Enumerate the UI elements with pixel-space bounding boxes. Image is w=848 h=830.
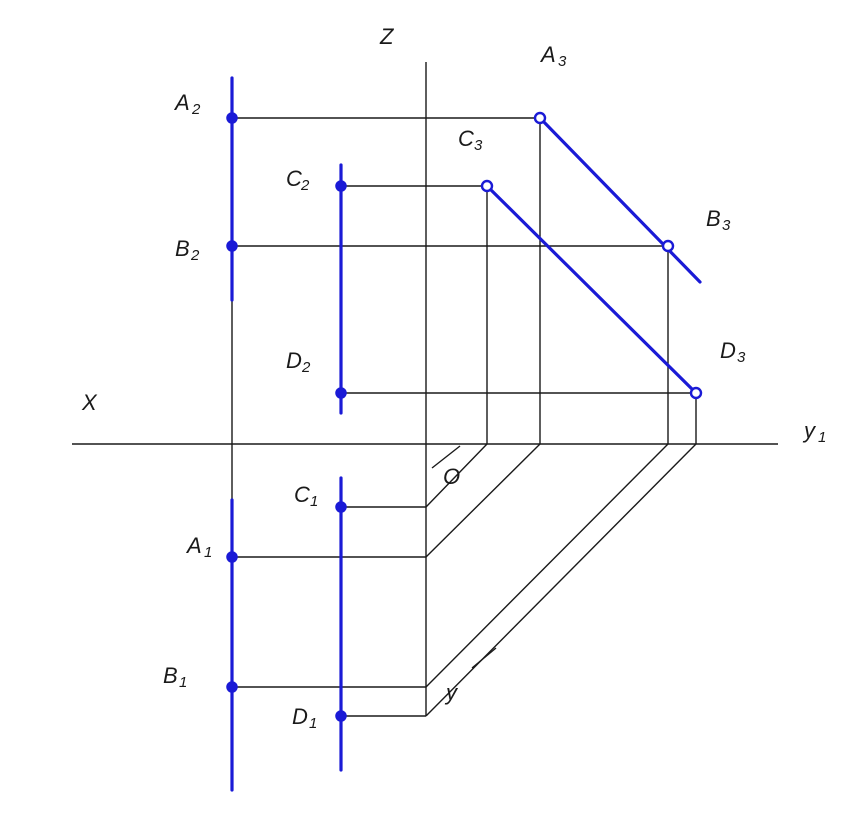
point-c3	[480, 179, 494, 193]
label-a2-sub: 2	[191, 101, 201, 118]
segment-a3b3	[538, 116, 702, 284]
construction-a-diagonal	[425, 443, 541, 558]
label-c2-sub: 2	[300, 177, 310, 194]
segment-c3d3	[485, 184, 698, 395]
label-x: X	[81, 390, 98, 415]
label-origin: O	[443, 464, 460, 489]
bisector-upper-segment	[431, 445, 461, 469]
label-b1-sub: 1	[179, 674, 187, 691]
point-b2	[226, 240, 238, 252]
label-c3: C	[458, 126, 474, 151]
label-c2: C	[286, 166, 302, 191]
label-c3-sub: 3	[474, 137, 483, 154]
label-d2-sub: 2	[301, 359, 311, 376]
construction-d-diagonal	[425, 443, 697, 717]
label-a3: A	[539, 42, 556, 67]
label-a1-sub: 1	[204, 544, 212, 561]
label-b1: B	[163, 663, 178, 688]
label-d1-sub: 1	[309, 715, 317, 732]
point-a1	[226, 551, 238, 563]
construction-b-diagonal	[425, 443, 669, 688]
label-y1: y	[802, 418, 817, 443]
label-c1: C	[294, 482, 310, 507]
label-d3: D	[720, 338, 736, 363]
label-d3-sub: 3	[737, 349, 746, 366]
point-d1	[335, 710, 347, 722]
label-c1-sub: 1	[310, 493, 318, 510]
label-b2-sub: 2	[190, 247, 200, 264]
label-a3-sub: 3	[558, 53, 567, 70]
point-c1	[335, 501, 347, 513]
label-y1-sub: 1	[818, 429, 826, 446]
point-a3	[533, 111, 547, 125]
label-a2: A	[173, 90, 190, 115]
point-d3	[689, 386, 703, 400]
label-z: Z	[379, 24, 395, 49]
point-a2	[226, 112, 238, 124]
label-y: y	[444, 680, 459, 705]
label-d2: D	[286, 348, 302, 373]
label-b3: B	[706, 206, 721, 231]
label-b2: B	[175, 236, 190, 261]
point-c2	[335, 180, 347, 192]
bisector-lower-segment	[471, 647, 497, 669]
construction-c-diagonal	[425, 443, 488, 508]
label-d1: D	[292, 704, 308, 729]
point-b1	[226, 681, 238, 693]
label-b3-sub: 3	[722, 217, 731, 234]
point-d2	[335, 387, 347, 399]
point-b3	[661, 239, 675, 253]
label-a1: A	[185, 533, 202, 558]
